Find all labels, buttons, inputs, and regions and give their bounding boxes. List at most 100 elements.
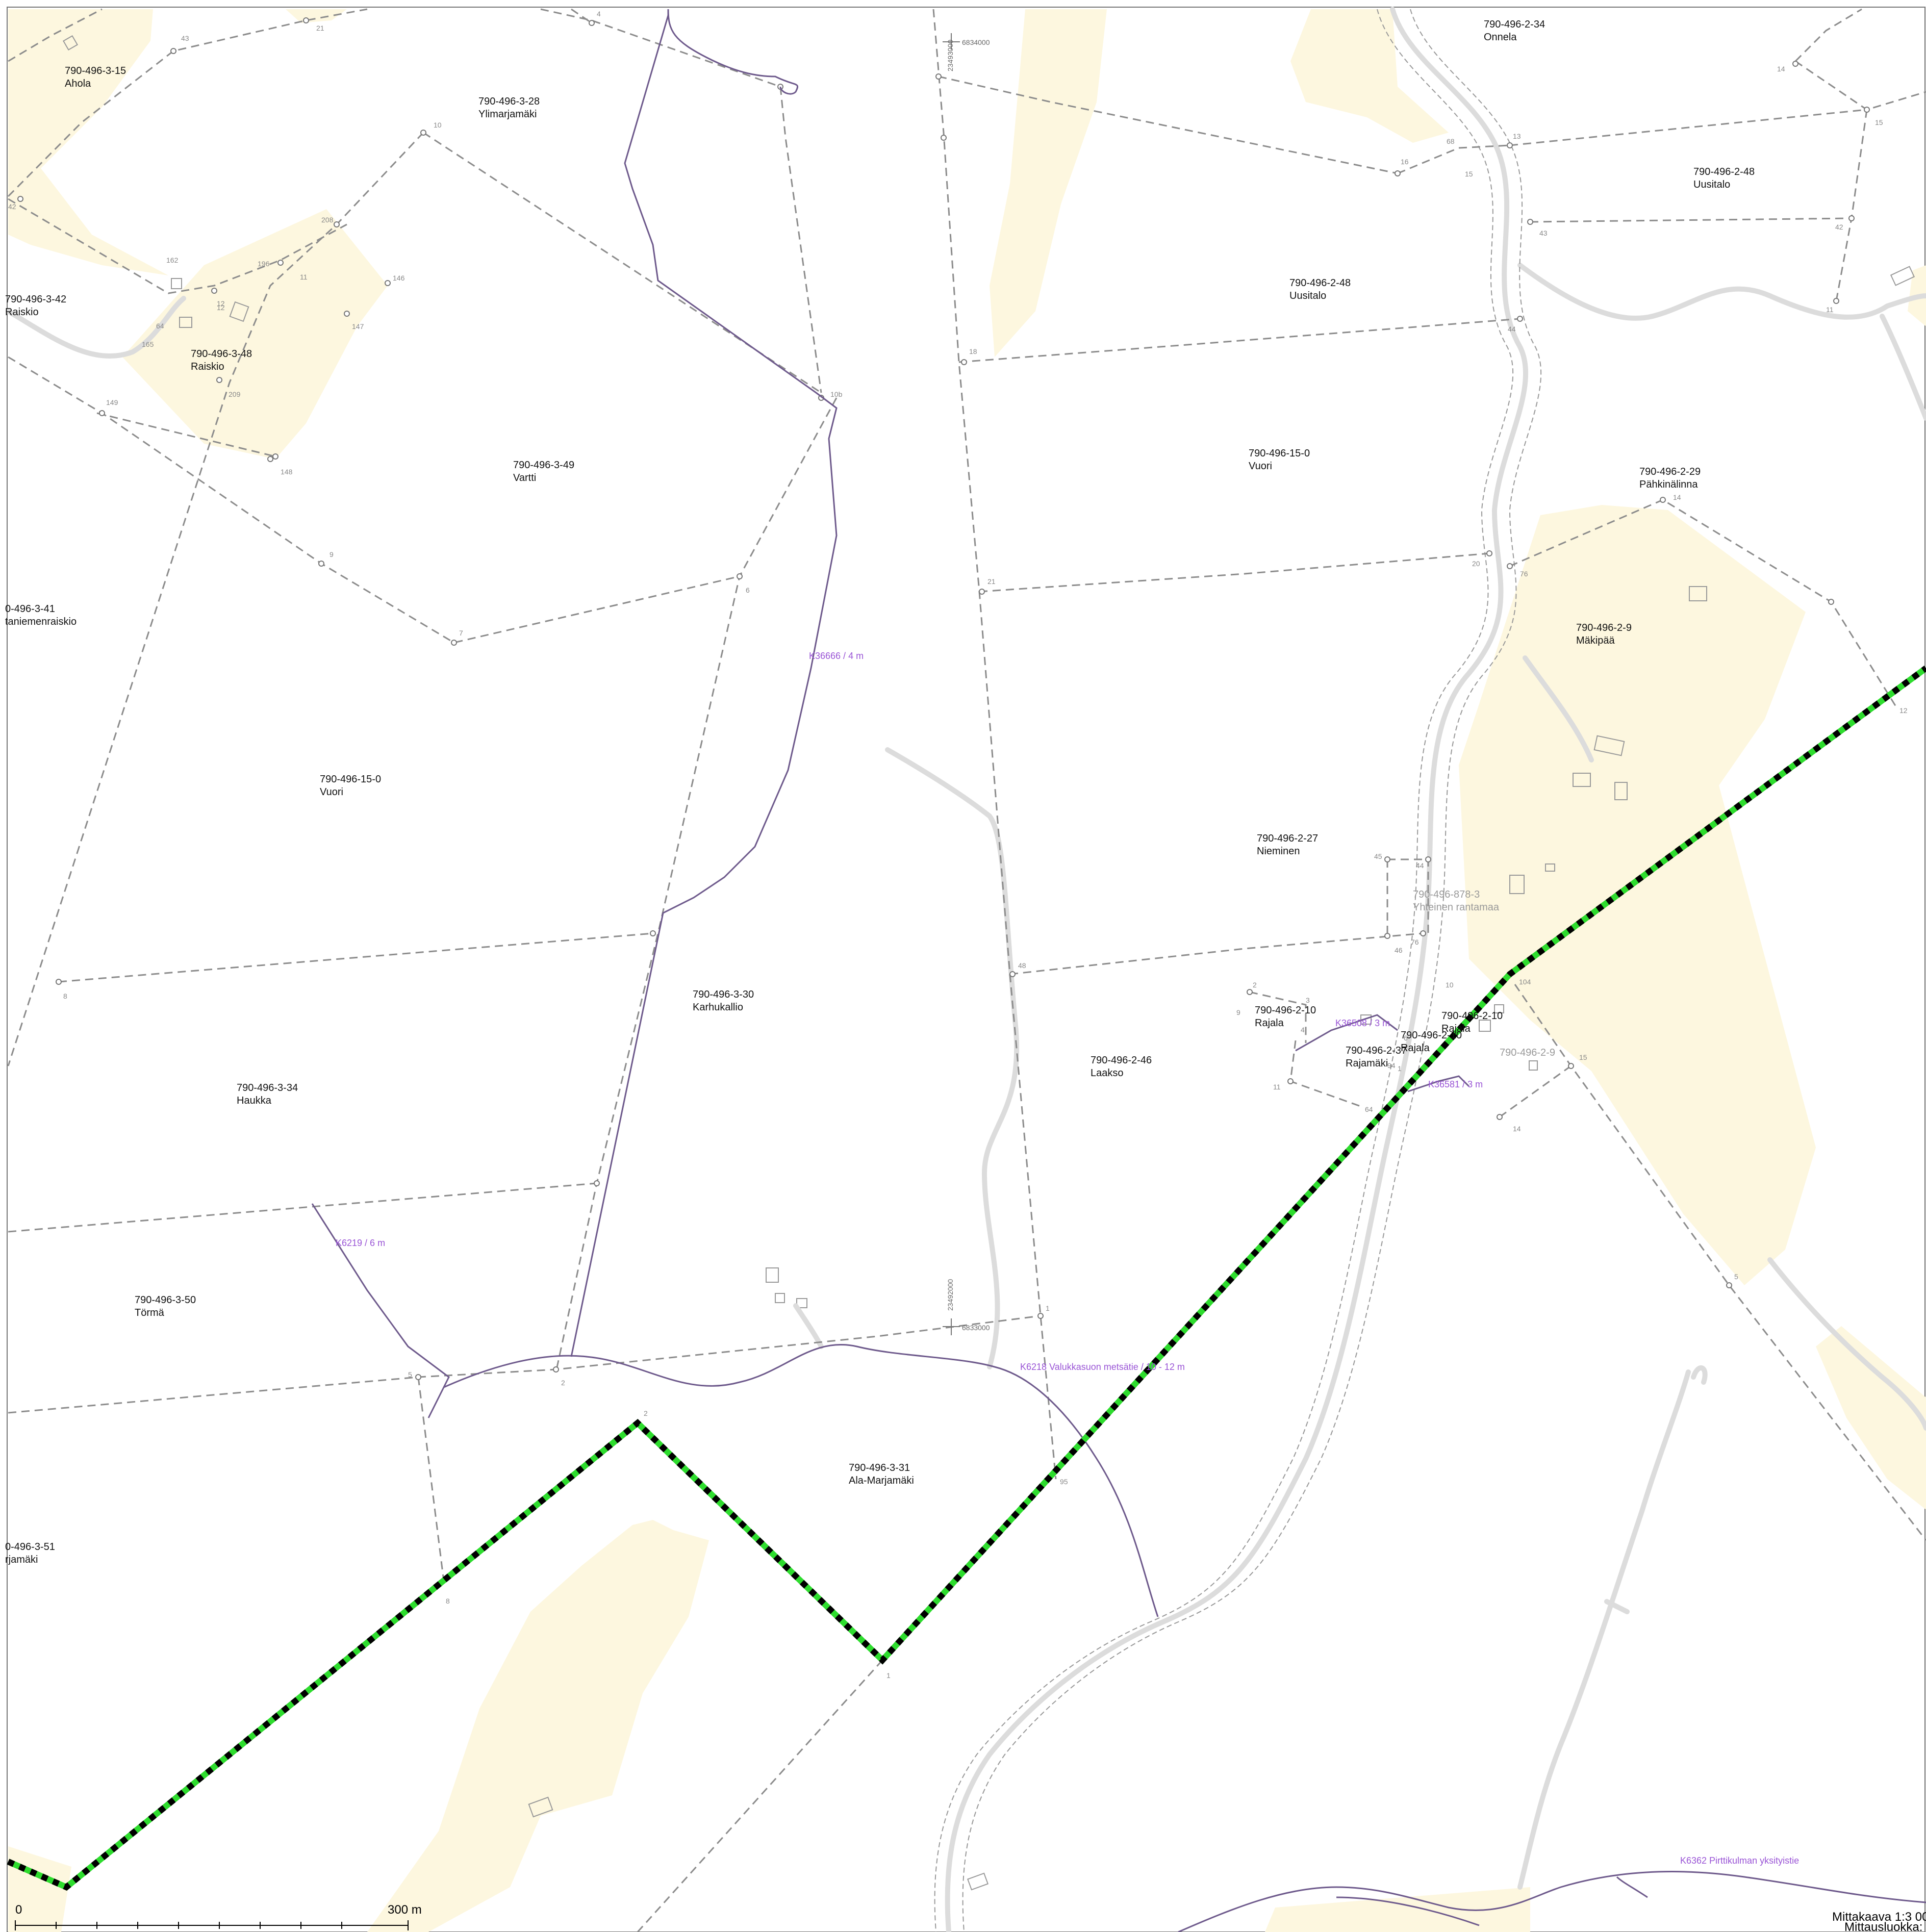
parcel-name: Vartti [513, 472, 536, 484]
accuracy-class-label: Mittausluokka: [1844, 1920, 1922, 1932]
point-number: 46 [1395, 946, 1403, 954]
parcel-id: 790-496-3-50 [135, 1294, 196, 1306]
point-number: 104 [1519, 978, 1531, 986]
boundary-marker [170, 48, 176, 54]
parcel-id: 790-496-15-0 [1249, 448, 1310, 459]
building [1573, 773, 1591, 787]
parcel-id: 790-496-3-48 [191, 348, 252, 360]
parcel-boundary [417, 1377, 445, 1582]
parcel-id: 790-496-2-9 [1576, 622, 1632, 633]
easement-line [1616, 1876, 1648, 1898]
easement-line [1336, 1896, 1480, 1926]
point-number: 2 [561, 1379, 565, 1387]
building [1614, 782, 1628, 800]
parcel-name: Ala-Marjamäki [849, 1475, 914, 1486]
point-number: 3 [1306, 996, 1310, 1004]
point-number: 8 [446, 1597, 450, 1605]
building [229, 301, 249, 322]
parcel-boundary [958, 318, 1520, 363]
field-area [1459, 505, 1816, 1285]
boundary-marker [1726, 1282, 1732, 1288]
boundary-marker [1037, 1313, 1044, 1319]
parcel-name: Yhteinen rantamaa [1413, 902, 1500, 913]
point-number: 6 [746, 586, 750, 594]
point-number: 44 [1416, 861, 1424, 870]
field-area [122, 209, 388, 459]
building [775, 1293, 785, 1303]
boundary-marker [56, 979, 62, 985]
boundary-marker [216, 377, 222, 383]
parcel-name: Haukka [237, 1095, 272, 1106]
boundary-marker [1420, 930, 1426, 936]
easement-line [1407, 1075, 1470, 1092]
building [1360, 1014, 1372, 1025]
parcel-boundary [58, 932, 653, 983]
boundary-marker [1247, 989, 1253, 995]
point-number: 10 [434, 121, 442, 129]
point-number: 1 [1046, 1304, 1050, 1312]
building [796, 1298, 807, 1308]
point-number: 146 [393, 274, 405, 282]
boundary-marker [1395, 170, 1401, 176]
point-number: 21 [987, 577, 996, 586]
parcel-boundary [1509, 499, 1898, 709]
boundary-marker [1384, 933, 1390, 939]
parcel-id: 790-496-3-31 [849, 1462, 910, 1473]
parcel-boundary [1249, 991, 1307, 1043]
point-number: 4 [1301, 1026, 1305, 1034]
point-number: 44 [1508, 325, 1516, 333]
road [1517, 263, 1926, 321]
point-number: 1 [886, 1671, 891, 1680]
boundary-marker [415, 1374, 421, 1380]
boundary-marker [650, 930, 656, 936]
building [528, 1796, 553, 1818]
point-number: 9 [1236, 1008, 1240, 1016]
road [1691, 1365, 1708, 1385]
point-number: 11 [1826, 306, 1834, 314]
coordinate-labels: 6834000 6833000 23492000 23493000 [946, 38, 990, 1332]
point-number: 8 [63, 992, 67, 1000]
point-number: 15 [1875, 118, 1883, 126]
point-number: 12 [217, 303, 225, 312]
building [1689, 586, 1707, 601]
boundary-marker [941, 135, 947, 141]
parcel-id: 790-496-3-28 [478, 96, 540, 107]
point-number: 12 [1899, 706, 1908, 715]
boundary-marker [737, 573, 743, 579]
parcel-labels: 790-496-3-15 Ahola 790-496-3-28 Ylimarja… [5, 19, 1755, 1565]
boundary-marker [1792, 61, 1798, 67]
field-area [367, 1520, 709, 1932]
parcel-boundary [938, 75, 1398, 174]
point-number: 6 [1404, 1034, 1408, 1042]
easement-label: K6362 Pirttikulman yksityistie [1680, 1855, 1799, 1866]
easement-line [443, 1343, 1159, 1617]
building [1509, 875, 1525, 894]
point-number: 10 [1446, 981, 1454, 989]
field-area [1816, 1326, 1926, 1510]
point-numbers: 43 21 4 42 10 12 196 208 11 146 147 162 … [8, 10, 1908, 1680]
boundary-marker [1009, 971, 1016, 977]
point-number: 2 [644, 1409, 648, 1417]
field-area [990, 9, 1107, 357]
point-number: 11 [1273, 1083, 1281, 1091]
parcel-id: 790-496-3-34 [237, 1082, 298, 1094]
point-number: 2 [1253, 981, 1257, 989]
easement-label: K36581 / 3 m [1428, 1079, 1483, 1089]
parcel-name: Raiskio [191, 361, 224, 372]
point-number: 21 [316, 24, 324, 32]
parcel-id: 790-496-15-0 [320, 774, 381, 785]
parcel-boundary [96, 412, 276, 457]
point-number: 196 [258, 260, 270, 268]
road-edge [934, 9, 1514, 1932]
boundary-marker [211, 288, 217, 294]
field-area [8, 9, 168, 275]
parcel-name: Rajala [1441, 1023, 1471, 1034]
road [793, 1303, 824, 1349]
point-number: 16 [1401, 158, 1409, 166]
parcel-name: Raiskio [5, 307, 39, 318]
point-number: 1 [1398, 1064, 1402, 1073]
parcel-id: 790-496-2-46 [1091, 1055, 1152, 1066]
parcel-id: 790-496-2-9 [1500, 1047, 1555, 1058]
building [1479, 1020, 1491, 1032]
